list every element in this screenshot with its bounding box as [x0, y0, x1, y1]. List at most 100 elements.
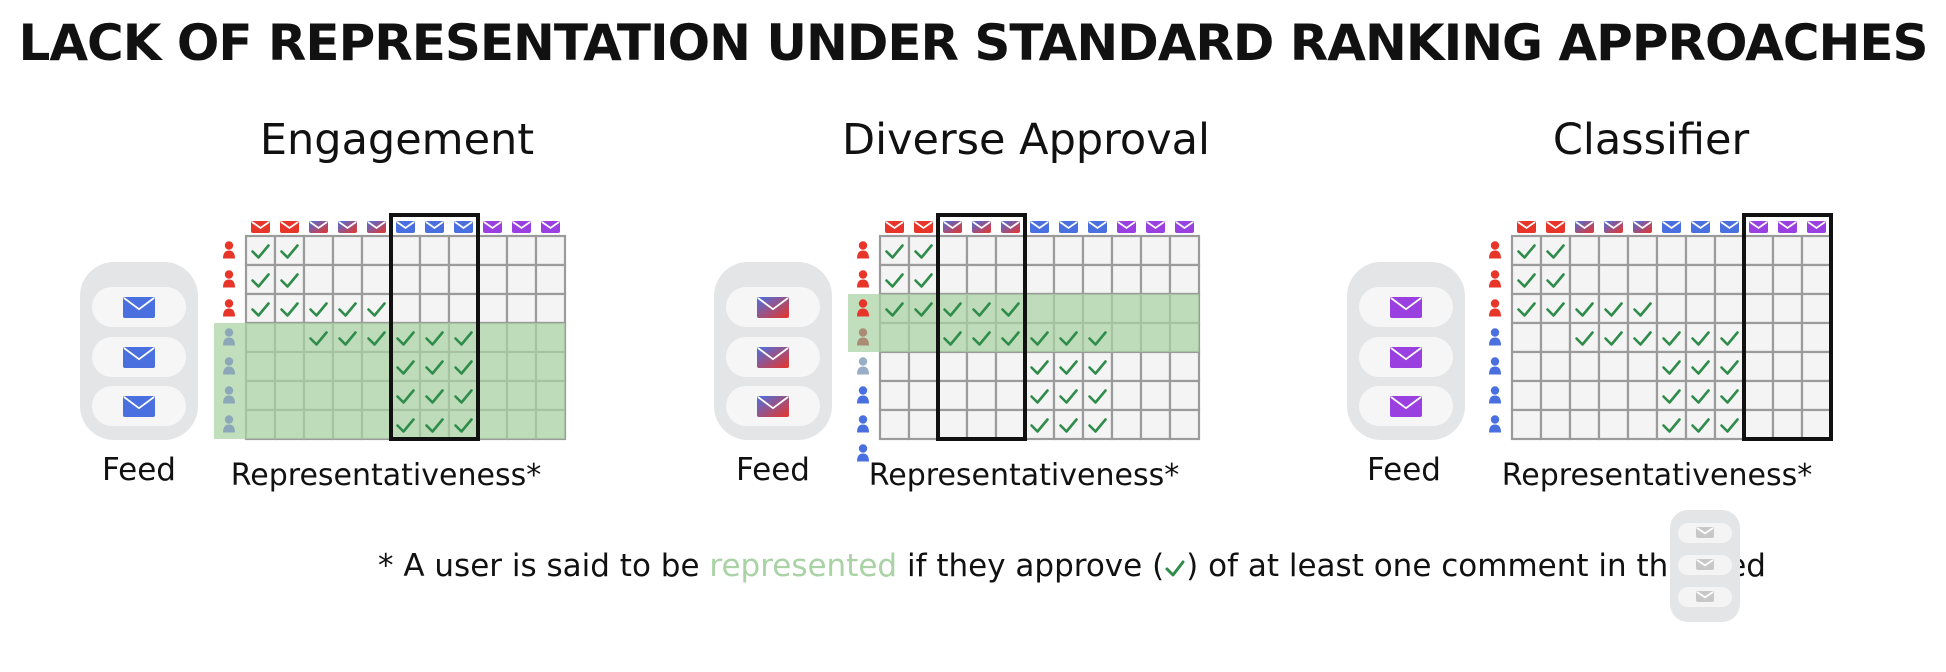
- grid-cell: [1655, 379, 1688, 412]
- grid-cell: [1568, 321, 1601, 354]
- user-icon: [857, 386, 869, 404]
- check-icon: [914, 273, 933, 288]
- check-icon: [454, 331, 473, 346]
- mixed-envelope-icon: [757, 297, 789, 318]
- user-icon: [1489, 415, 1501, 433]
- check-icon: [251, 302, 270, 317]
- check-icon: [1001, 331, 1020, 346]
- feed-label: Feed: [1367, 452, 1441, 488]
- check-icon: [943, 331, 962, 346]
- representativeness-label: Representativeness*: [1501, 458, 1813, 493]
- grid-cell: [389, 263, 422, 296]
- grid-cell: [476, 292, 509, 325]
- grid-cell: [936, 350, 969, 383]
- grid-cell: [1539, 292, 1572, 325]
- column-envelope-icon: [1691, 221, 1710, 233]
- column-envelope-icon: [367, 221, 386, 233]
- check-icon: [943, 302, 962, 317]
- feed-icons: [1390, 297, 1422, 417]
- approval-grid: [1489, 213, 1833, 441]
- user-icon: [1489, 270, 1501, 288]
- grid-cell: [994, 263, 1027, 296]
- grid-cell: [1800, 321, 1833, 354]
- feed-label: Feed: [736, 452, 810, 488]
- grid-cell: [273, 234, 306, 267]
- column-envelope-icon: [885, 221, 904, 233]
- grid-cell: [1568, 292, 1601, 325]
- column-envelope-icon: [280, 221, 299, 233]
- page-title: LACK OF REPRESENTATION UNDER STANDARD RA…: [18, 14, 1928, 72]
- grid-cell: [1597, 234, 1630, 267]
- grid-cell: [1742, 379, 1775, 412]
- grid-cell: [1771, 408, 1804, 441]
- check-icon: [425, 389, 444, 404]
- grid-cell: [1023, 379, 1056, 412]
- feed-box: [1347, 262, 1465, 440]
- footnote: * A user is said to be represented if th…: [378, 548, 1766, 584]
- user-icon: [223, 241, 235, 259]
- user-icon: [1489, 386, 1501, 404]
- grid-cell: [1597, 350, 1630, 383]
- user-icon: [857, 270, 869, 288]
- column-envelope-icon: [512, 221, 531, 233]
- grid-cell: [1771, 350, 1804, 383]
- grid-cell: [1771, 321, 1804, 354]
- check-icon: [1575, 331, 1594, 346]
- grid-cell: [965, 379, 998, 412]
- grid-cell: [878, 350, 911, 383]
- grid-cell: [1081, 408, 1114, 441]
- check-icon: [1517, 273, 1536, 288]
- check-icon: [1633, 302, 1652, 317]
- column-envelope-icon: [1807, 221, 1826, 233]
- grid-cell: [1800, 292, 1833, 325]
- check-icon: [972, 302, 991, 317]
- panel-title: Diverse Approval: [842, 115, 1210, 165]
- column-envelope-icon: [1778, 221, 1797, 233]
- grey-envelope-icon: [1696, 591, 1714, 602]
- grid-cell: [1626, 408, 1659, 441]
- check-icon: [454, 418, 473, 433]
- footnote-highlight: represented: [709, 548, 898, 584]
- user-icon: [223, 357, 235, 375]
- check-icon: [1633, 331, 1652, 346]
- column-envelope-icon: [309, 221, 328, 233]
- purple-envelope-icon: [1390, 297, 1422, 318]
- grid-cell: [534, 263, 567, 296]
- grid-cell: [1110, 379, 1143, 412]
- grid-cell: [1597, 292, 1630, 325]
- column-envelope-icon: [943, 221, 962, 233]
- grid-cell: [1771, 379, 1804, 412]
- column-envelope-icon: [1575, 221, 1594, 233]
- grid-cell: [1626, 234, 1659, 267]
- grid-cell: [1110, 263, 1143, 296]
- column-envelope-icon: [1117, 221, 1136, 233]
- check-icon: [1662, 418, 1681, 433]
- grid-cell: [505, 263, 538, 296]
- grid-cell: [1510, 263, 1543, 296]
- check-icon: [1720, 360, 1739, 375]
- grid-cell: [1168, 263, 1201, 296]
- grid-cell: [1742, 321, 1775, 354]
- column-envelope-icon: [338, 221, 357, 233]
- check-icon: [251, 273, 270, 288]
- grid-cell: [1626, 379, 1659, 412]
- column-envelope-icon: [1633, 221, 1652, 233]
- grid-cell: [1081, 350, 1114, 383]
- grid-cell: [1139, 408, 1172, 441]
- check-icon: [1088, 389, 1107, 404]
- check-icon: [972, 331, 991, 346]
- check-icon: [1720, 418, 1739, 433]
- column-envelope-icon: [251, 221, 270, 233]
- grid-cell: [878, 234, 911, 267]
- column-envelope-icon: [972, 221, 991, 233]
- footnote-middle: if they approve (: [897, 548, 1165, 584]
- check-icon: [425, 418, 444, 433]
- check-icon: [885, 302, 904, 317]
- column-envelope-icon: [1088, 221, 1107, 233]
- grid-cell: [1052, 234, 1085, 267]
- grid-cell: [1684, 379, 1717, 412]
- user-icon: [223, 299, 235, 317]
- check-icon: [1575, 302, 1594, 317]
- check-icon: [885, 244, 904, 259]
- grid-cell: [360, 292, 393, 325]
